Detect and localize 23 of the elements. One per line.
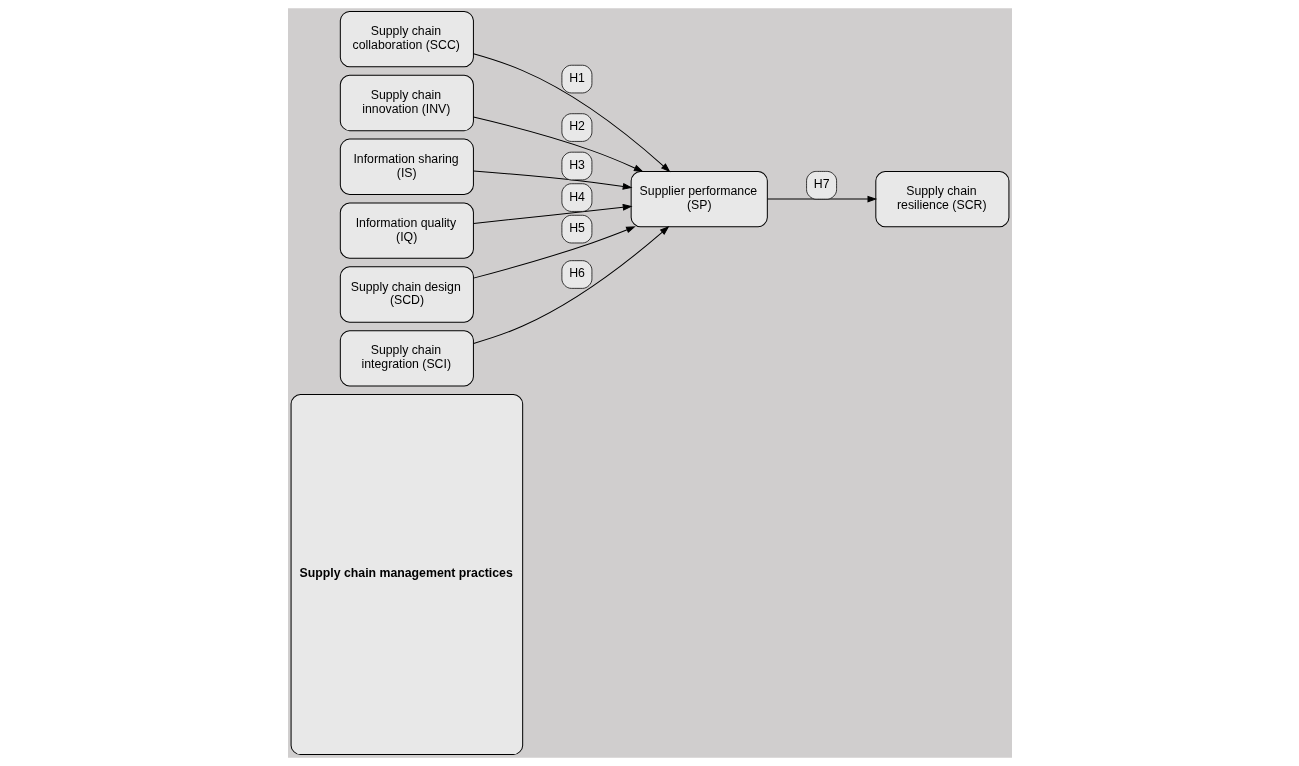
node-box: Information quality (IQ) — [339, 202, 474, 259]
edge-label: H1 — [568, 71, 585, 86]
arrow — [472, 226, 669, 344]
arrow — [472, 226, 635, 279]
arrow — [766, 195, 876, 203]
node-box: Supply chain collaboration (SCC) — [339, 10, 474, 68]
node-box: Information sharing (IS) — [339, 138, 474, 195]
edge-label: H4 — [568, 189, 585, 204]
node-box: Supply chain integration (SCI) — [339, 330, 474, 387]
node-box: Supply chain management practices — [290, 394, 523, 756]
edge-label: H6 — [568, 266, 585, 281]
arrow — [472, 204, 631, 224]
edge-label: H3 — [568, 157, 585, 172]
node-box: Supplier performance (SP) — [630, 170, 768, 228]
node-box: Supply chain innovation (INV) — [339, 74, 474, 132]
edge-label: H5 — [568, 221, 585, 236]
edge-label: H2 — [568, 119, 585, 134]
arrow — [472, 53, 670, 172]
node-box: Supply chain design (SCD) — [339, 266, 474, 323]
edge-label: H7 — [813, 177, 830, 192]
node-box: Supply chain resilience (SCR) — [874, 170, 1009, 228]
arrow — [472, 170, 631, 190]
arrow — [472, 116, 643, 172]
